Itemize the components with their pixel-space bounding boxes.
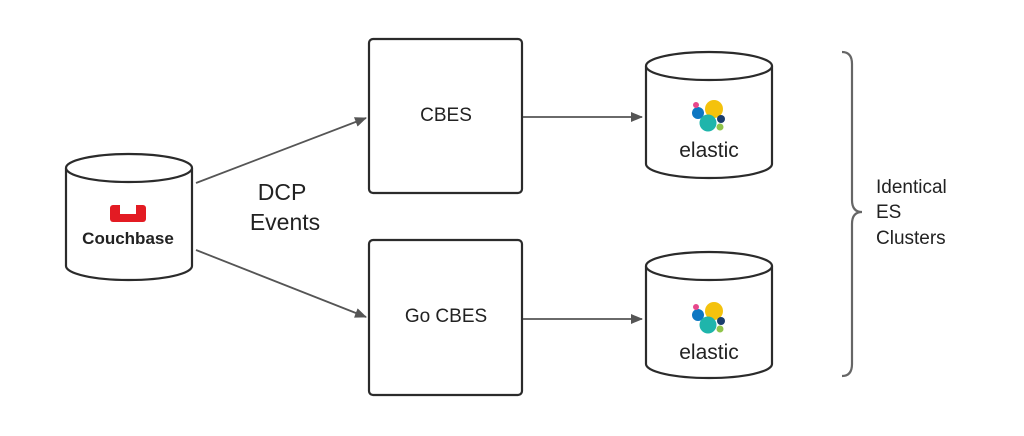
group-label-line3: Clusters [876, 228, 946, 249]
dcp-events-line1: DCP [258, 179, 306, 205]
cbes-label: CBES [420, 105, 472, 126]
go-cbes-label: Go CBES [405, 306, 487, 327]
couchbase-label: Couchbase [82, 229, 174, 248]
identical-es-clusters-label: Identical ES Clusters [876, 177, 952, 249]
couchbase-logo-icon [110, 205, 146, 222]
elastic-cluster-bottom: elastic [644, 250, 774, 380]
elastic-bottom-label: elastic [679, 341, 739, 364]
arrow-to-go-cbes [195, 249, 367, 318]
arrow-to-cbes [195, 117, 367, 184]
group-label-line1: Identical [876, 177, 947, 198]
grouping-brace [841, 50, 863, 378]
elastic-logo-icon [692, 100, 725, 132]
group-label-line2: ES [876, 202, 901, 223]
go-cbes-box: Go CBES [367, 238, 524, 397]
dcp-events-label: DCP Events [250, 179, 320, 235]
elastic-logo-icon [692, 302, 725, 334]
cbes-box: CBES [367, 37, 524, 195]
elastic-top-label: elastic [679, 139, 739, 162]
elastic-cluster-top: elastic [644, 50, 774, 180]
dcp-events-line2: Events [250, 209, 320, 235]
couchbase-database: Couchbase [64, 152, 194, 282]
